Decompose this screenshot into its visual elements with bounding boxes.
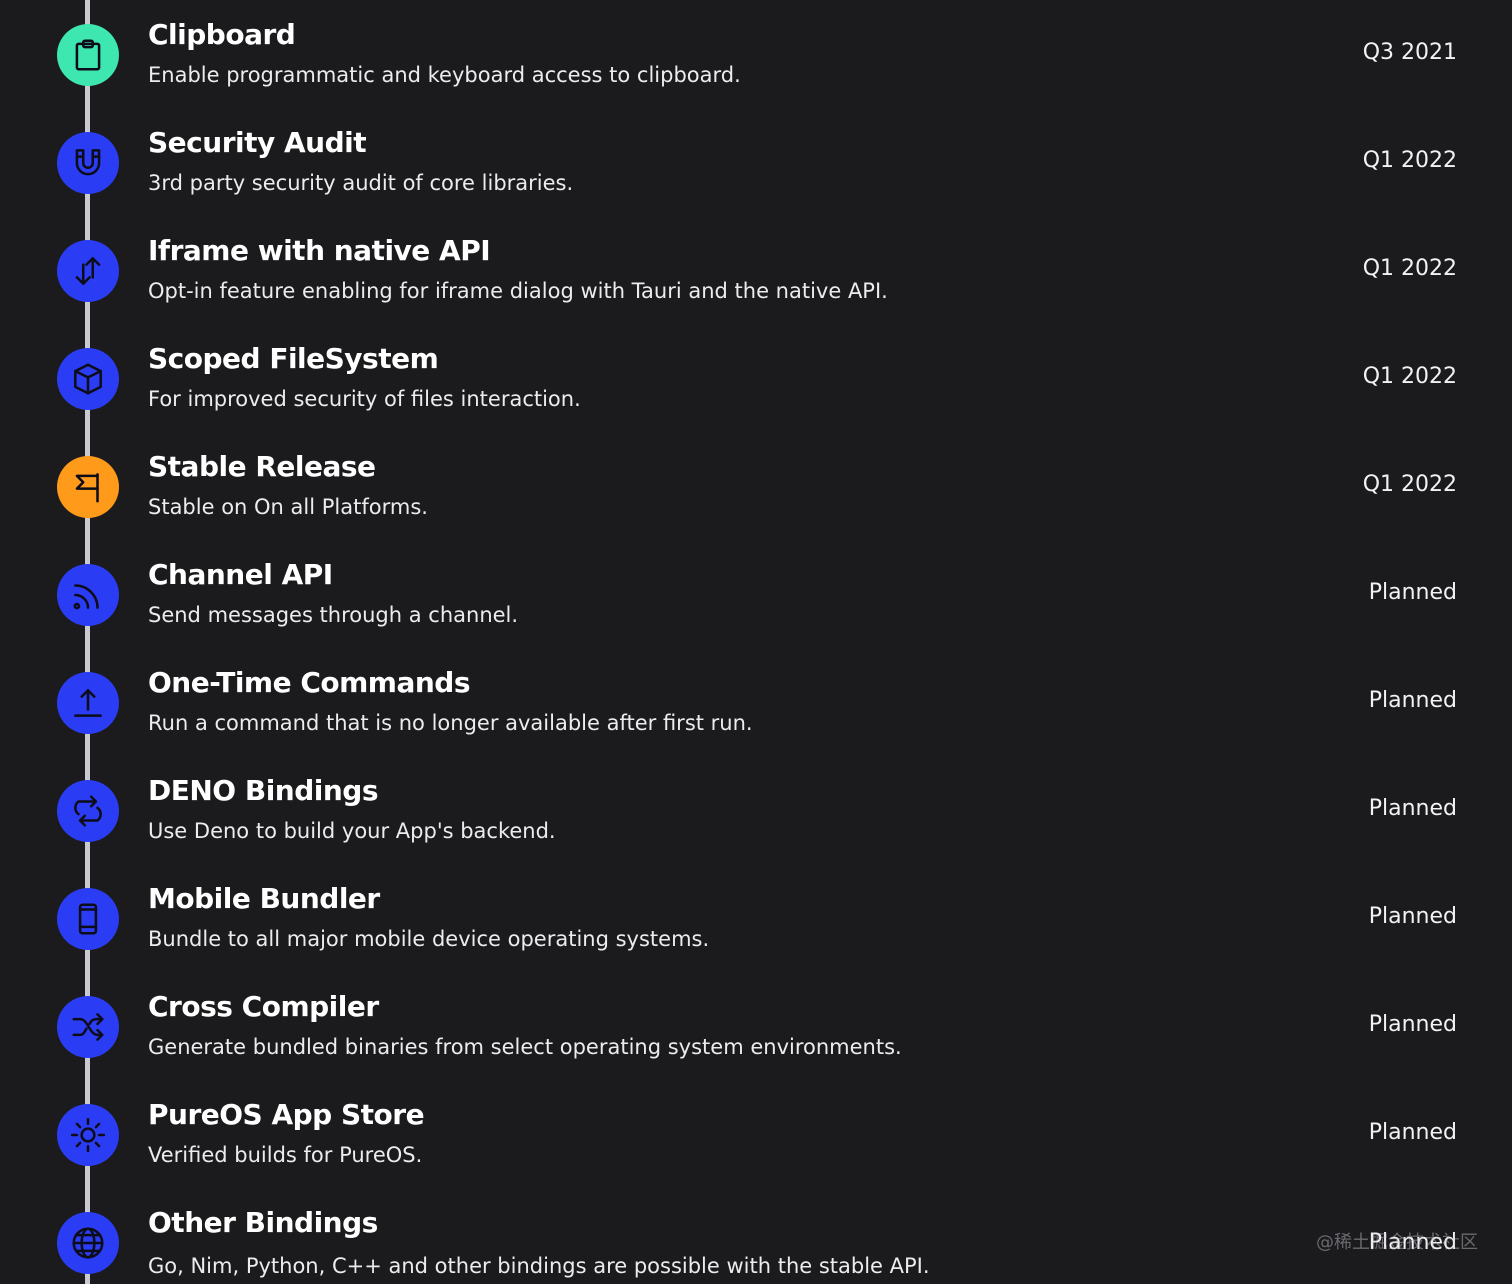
item-title: Cross Compiler bbox=[148, 990, 379, 1023]
globe-icon bbox=[72, 1227, 104, 1259]
item-date: Planned bbox=[1368, 580, 1457, 605]
roadmap-node bbox=[57, 564, 119, 626]
mobile-icon bbox=[78, 903, 98, 935]
roadmap-node bbox=[57, 132, 119, 194]
roadmap-item-scoped-filesystem: Scoped FileSystem For improved security … bbox=[0, 324, 1512, 432]
item-title: Mobile Bundler bbox=[148, 882, 380, 915]
item-title: Security Audit bbox=[148, 126, 367, 159]
roadmap-node bbox=[57, 1212, 119, 1274]
roadmap-node bbox=[57, 348, 119, 410]
item-description: Stable on On all Platforms. bbox=[148, 495, 428, 519]
item-title: DENO Bindings bbox=[148, 774, 379, 807]
item-description: Send messages through a channel. bbox=[148, 603, 519, 627]
roadmap-item-pureos-app-store: PureOS App Store Verified builds for Pur… bbox=[0, 1080, 1512, 1188]
item-title: Iframe with native API bbox=[148, 234, 491, 267]
rss-icon bbox=[73, 584, 99, 610]
item-title: One-Time Commands bbox=[148, 666, 471, 699]
roadmap-node bbox=[57, 1104, 119, 1166]
item-date: Planned bbox=[1368, 904, 1457, 929]
shuffle-icon bbox=[72, 1013, 104, 1041]
item-date: Q1 2022 bbox=[1362, 364, 1457, 389]
item-date: Planned bbox=[1368, 796, 1457, 821]
roadmap-node bbox=[57, 672, 119, 734]
roadmap-node bbox=[57, 240, 119, 302]
roadmap-item-clipboard: Clipboard Enable programmatic and keyboa… bbox=[0, 0, 1512, 108]
item-description: Bundle to all major mobile device operat… bbox=[148, 927, 710, 951]
item-title: Other Bindings bbox=[148, 1206, 378, 1239]
item-date: Q1 2022 bbox=[1362, 256, 1457, 281]
roadmap-node bbox=[57, 780, 119, 842]
roadmap-node bbox=[57, 888, 119, 950]
roadmap-item-one-time-commands: One-Time Commands Run a command that is … bbox=[0, 648, 1512, 756]
sun-icon bbox=[70, 1117, 106, 1153]
roadmap-item-channel-api: Channel API Send messages through a chan… bbox=[0, 540, 1512, 648]
roadmap-node bbox=[57, 456, 119, 518]
item-date: Planned bbox=[1368, 1120, 1457, 1145]
item-title: Clipboard bbox=[148, 18, 296, 51]
roadmap-item-iframe: Iframe with native API Opt-in feature en… bbox=[0, 216, 1512, 324]
box-icon bbox=[74, 363, 102, 395]
item-date: Planned bbox=[1368, 1230, 1457, 1255]
item-description: Generate bundled binaries from select op… bbox=[148, 1035, 902, 1059]
item-description: Go, Nim, Python, C++ and other bindings … bbox=[148, 1254, 930, 1278]
item-title: PureOS App Store bbox=[148, 1098, 425, 1131]
item-description: Run a command that is no longer availabl… bbox=[148, 711, 753, 735]
item-description: Verified builds for PureOS. bbox=[148, 1143, 423, 1167]
flag-icon bbox=[75, 473, 99, 503]
item-description: 3rd party security audit of core librari… bbox=[148, 171, 574, 195]
item-description: For improved security of files interacti… bbox=[148, 387, 581, 411]
roadmap-item-cross-compiler: Cross Compiler Generate bundled binaries… bbox=[0, 972, 1512, 1080]
item-date: Q3 2021 bbox=[1362, 40, 1457, 65]
repeat-icon bbox=[74, 795, 102, 827]
item-date: Planned bbox=[1368, 688, 1457, 713]
roadmap-item-security-audit: Security Audit 3rd party security audit … bbox=[0, 108, 1512, 216]
item-description: Use Deno to build your App's backend. bbox=[148, 819, 556, 843]
item-description: Opt-in feature enabling for iframe dialo… bbox=[148, 279, 888, 303]
item-date: Q1 2022 bbox=[1362, 148, 1457, 173]
clipboard-icon bbox=[75, 39, 101, 71]
roadmap-item-stable-release: Stable Release Stable on On all Platform… bbox=[0, 432, 1512, 540]
arrows-up-down-icon bbox=[75, 257, 101, 285]
roadmap-item-deno-bindings: DENO Bindings Use Deno to build your App… bbox=[0, 756, 1512, 864]
watermark: @稀土掘金技术社区 bbox=[1316, 1232, 1478, 1253]
roadmap-item-mobile-bundler: Mobile Bundler Bundle to all major mobil… bbox=[0, 864, 1512, 972]
item-title: Scoped FileSystem bbox=[148, 342, 439, 375]
roadmap-node bbox=[57, 24, 119, 86]
timeline-line bbox=[85, 0, 90, 1284]
magnet-icon bbox=[75, 149, 101, 176]
item-title: Stable Release bbox=[148, 450, 376, 483]
item-date: Q1 2022 bbox=[1362, 472, 1457, 497]
item-date: Planned bbox=[1368, 1012, 1457, 1037]
item-title: Channel API bbox=[148, 558, 333, 591]
roadmap-node bbox=[57, 996, 119, 1058]
roadmap-item-other-bindings: Other Bindings Go, Nim, Python, C++ and … bbox=[0, 1188, 1512, 1284]
upload-icon bbox=[74, 689, 102, 717]
item-description: Enable programmatic and keyboard access … bbox=[148, 63, 741, 87]
